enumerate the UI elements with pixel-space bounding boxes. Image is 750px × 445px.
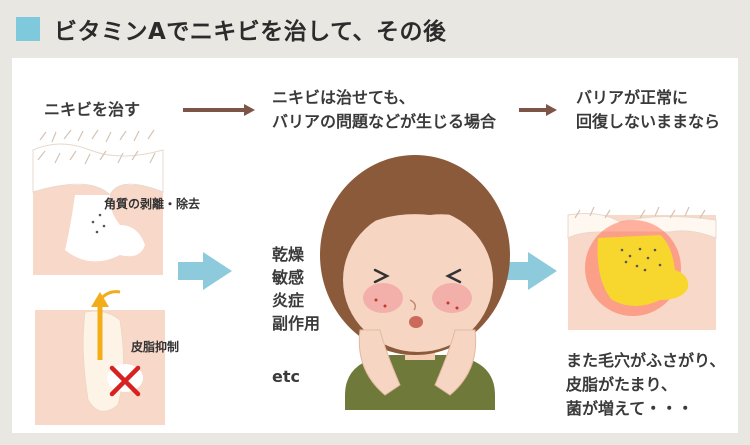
sebum-label: 皮脂抑制: [131, 340, 180, 354]
side-effects-etc: etc: [272, 367, 300, 386]
result-text: また毛穴がふさがり、 皮脂がたまり、 菌が増えて・・・: [566, 349, 725, 421]
step2-text: ニキビは治せても、 バリアの問題などが生じる場合: [272, 86, 496, 134]
step1-label: ニキビを治す: [44, 100, 141, 119]
skin-section-sebum: [35, 290, 165, 425]
page-title: ビタミンAでニキビを治して、その後: [54, 19, 447, 45]
side-effect-item: 敏感: [272, 268, 305, 287]
result-line: 皮脂がたまり、: [566, 375, 677, 394]
worried-person-illustration: [320, 155, 510, 410]
step2-line: ニキビは治せても、: [272, 88, 415, 107]
side-effect-item: 乾燥: [272, 245, 305, 264]
skin-section-clogged-pore: [567, 206, 717, 330]
step3-text: バリアが正常に 回復しないままなら: [576, 86, 720, 134]
header-accent-square: [16, 17, 40, 41]
yellow-up-arrow-icon: [91, 290, 121, 360]
step3-line: 回復しないままなら: [576, 112, 721, 131]
right-arrow-icon: [519, 104, 557, 116]
side-effects-list: 乾燥 敏感 炎症 副作用: [272, 243, 320, 335]
red-cross-icon: [109, 365, 141, 397]
step2-line: バリアの問題などが生じる場合: [272, 112, 497, 131]
right-arrow-icon: [183, 104, 255, 116]
step3-line: バリアが正常に: [576, 88, 689, 107]
result-line: 菌が増えて・・・: [566, 399, 694, 418]
skin-section-peeling: [32, 129, 164, 275]
peel-label: 角質の剥離・除去: [104, 197, 201, 211]
blue-right-arrow-icon: [178, 252, 232, 290]
side-effect-item: 炎症: [272, 291, 305, 310]
side-effect-item: 副作用: [272, 314, 321, 333]
header: ビタミンAでニキビを治して、その後: [0, 0, 750, 52]
result-line: また毛穴がふさがり、: [566, 351, 726, 370]
blue-right-arrow-icon: [503, 252, 557, 290]
